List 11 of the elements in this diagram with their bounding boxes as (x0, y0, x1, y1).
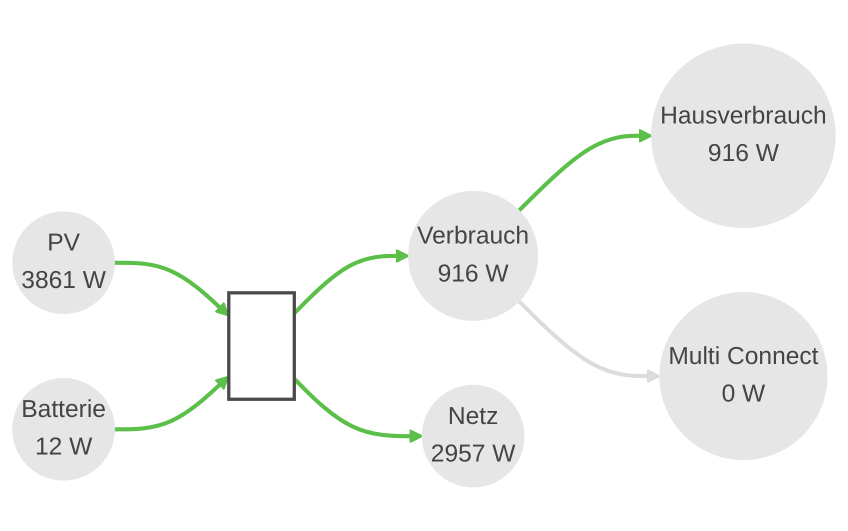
node-circle: Multi Connect 0 W (659, 292, 828, 460)
node-circle: Netz 2957 W (422, 384, 524, 488)
node-circle: Verbrauch 916 W (408, 190, 538, 321)
arrow (517, 128, 653, 212)
node-circle: PV 3861 W (12, 211, 115, 314)
node-circle: Batterie 12 W (12, 378, 115, 481)
arrow (114, 376, 230, 432)
arrow (517, 300, 661, 384)
arrow (114, 260, 230, 316)
node-circle: Hausverbrauch 916 W (651, 44, 836, 228)
node-box (227, 291, 296, 401)
